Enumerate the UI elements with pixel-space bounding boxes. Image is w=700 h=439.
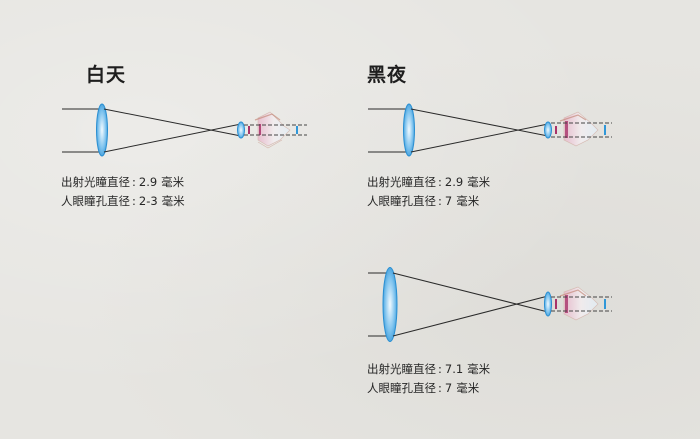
optical-diagram-day: [62, 103, 307, 157]
caption-unit: 毫米: [467, 175, 491, 189]
caption-unit: 毫米: [467, 362, 491, 376]
crossing-rays: [392, 272, 549, 337]
caption-value: 2-3: [138, 194, 158, 208]
exit-beam: [551, 296, 612, 312]
eye-icon: [248, 111, 291, 149]
caption-label: 出射光瞳直径: [367, 362, 436, 376]
exit-beam: [244, 124, 307, 136]
caption-unit: 毫米: [456, 194, 480, 208]
eye-icon: [555, 286, 599, 321]
eyepiece-lens-icon: [544, 121, 552, 139]
caption-label: 人眼瞳孔直径: [367, 194, 436, 208]
panel-title-night: 黑夜: [367, 64, 408, 86]
caption-label: 出射光瞳直径: [61, 175, 130, 189]
caption-label: 出射光瞳直径: [367, 175, 436, 189]
eyepiece-lens-icon: [237, 121, 245, 139]
objective-lens-icon: [96, 103, 108, 157]
caption-unit: 毫米: [161, 175, 185, 189]
eyepiece-lens-icon: [544, 291, 552, 317]
crossing-rays: [410, 108, 549, 153]
objective-lens-icon: [382, 267, 398, 342]
incoming-rays: [62, 108, 102, 153]
panel-title-day: 白天: [86, 64, 127, 86]
caption-value: 7: [444, 381, 453, 395]
caption-value: 2.9: [444, 175, 464, 189]
caption-value: 7: [444, 194, 453, 208]
crossing-rays: [103, 108, 242, 153]
caption-unit: 毫米: [161, 194, 185, 208]
caption-value: 7.1: [444, 362, 464, 376]
objective-lens-icon: [403, 103, 415, 157]
caption-unit: 毫米: [456, 381, 480, 395]
caption-value: 2.9: [138, 175, 158, 189]
incoming-rays: [368, 108, 409, 153]
caption-label: 人眼瞳孔直径: [367, 381, 436, 395]
caption-label: 人眼瞳孔直径: [61, 194, 130, 208]
optical-diagram-night: [368, 103, 612, 157]
exit-beam: [551, 122, 612, 138]
